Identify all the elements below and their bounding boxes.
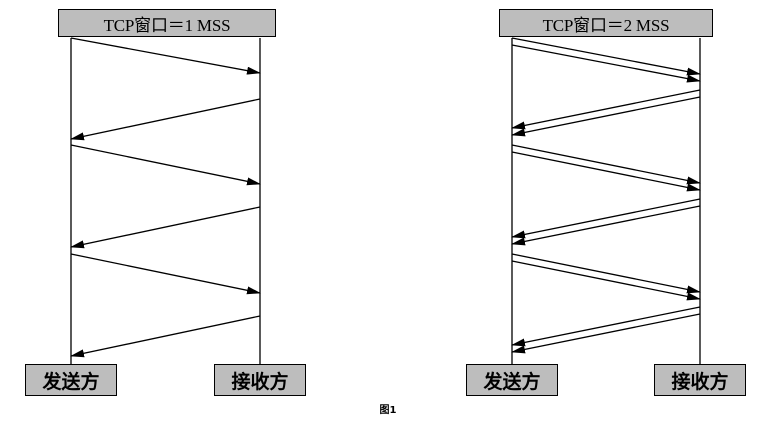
right-data-segment-arrow	[511, 44, 701, 83]
right-ack-arrow	[511, 313, 701, 354]
left-sender-label: 发送方	[25, 364, 117, 396]
right-ack-arrow	[511, 306, 701, 347]
figure-caption: 图1	[379, 405, 397, 416]
right-message-arrows	[511, 37, 701, 354]
left-panel-lines	[70, 37, 261, 364]
right-ack-arrow	[511, 96, 701, 137]
left-ack-arrow	[70, 315, 261, 358]
right-data-segment-arrow	[511, 253, 701, 294]
left-message-arrows	[70, 37, 261, 358]
left-data-segment-arrow	[70, 144, 261, 186]
right-receiver-label: 接收方	[654, 364, 746, 396]
right-panel-lines	[511, 37, 701, 364]
left-ack-arrow	[70, 206, 261, 249]
right-ack-arrow	[511, 198, 701, 239]
left-data-segment-arrow	[70, 37, 261, 75]
right-data-segment-arrow	[511, 260, 701, 301]
right-sender-label: 发送方	[466, 364, 558, 396]
left-data-segment-arrow	[70, 253, 261, 295]
right-ack-arrow	[511, 205, 701, 246]
left-receiver-label: 接收方	[214, 364, 306, 396]
right-ack-arrow	[511, 89, 701, 130]
right-window-title: TCP窗口＝2 MSS	[499, 9, 713, 37]
right-data-segment-arrow	[511, 37, 701, 76]
left-window-title: TCP窗口＝1 MSS	[58, 9, 276, 37]
left-ack-arrow	[70, 98, 261, 141]
right-data-segment-arrow	[511, 151, 701, 192]
right-data-segment-arrow	[511, 144, 701, 185]
